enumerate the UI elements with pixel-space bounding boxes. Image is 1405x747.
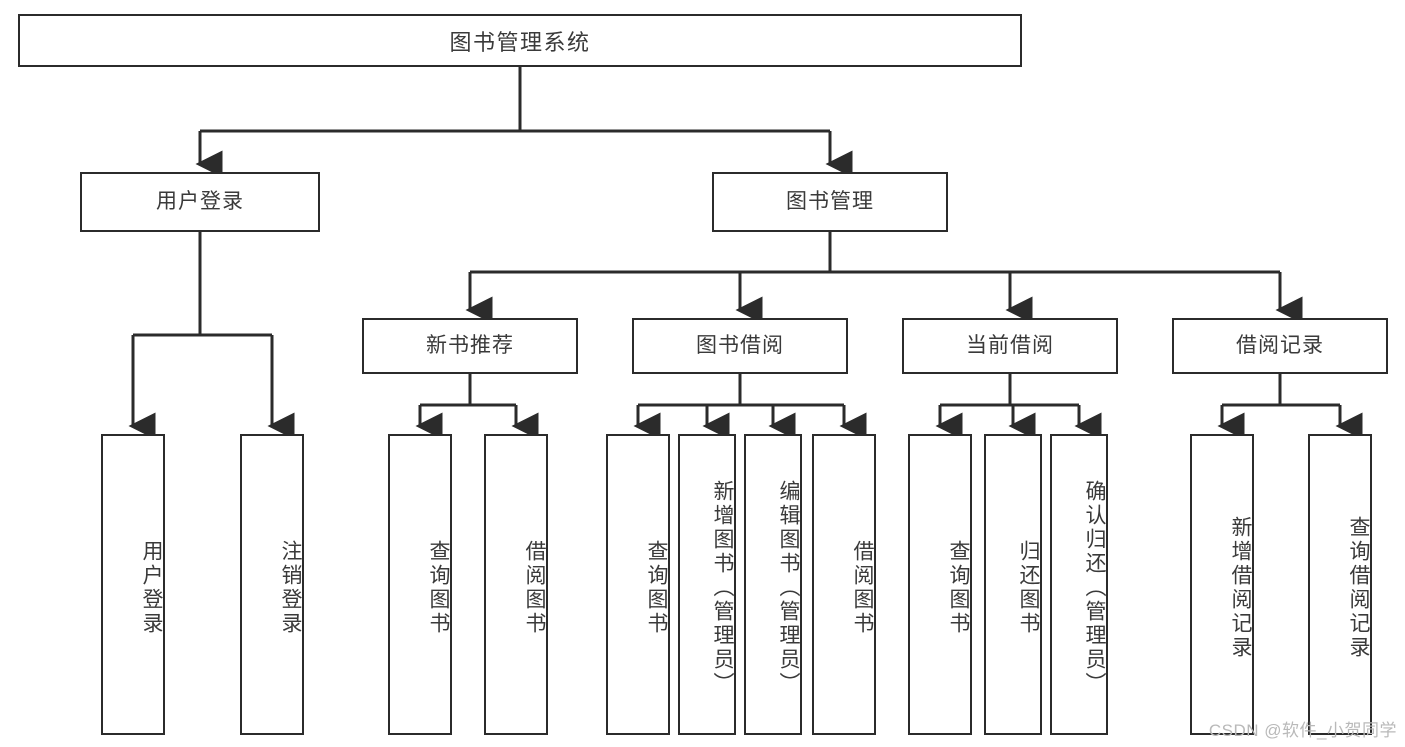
node-leaf-query-book-cur-label: 查询图书 <box>947 539 970 636</box>
node-leaf-user-login[interactable]: 用户登录 <box>101 434 165 735</box>
node-new-book-recommend-label: 新书推荐 <box>426 334 514 358</box>
node-leaf-query-book-bor-label: 查询图书 <box>645 539 668 636</box>
node-root-label: 图书管理系统 <box>449 29 591 55</box>
node-leaf-query-record[interactable]: 查询借阅记录 <box>1308 434 1372 735</box>
node-leaf-logout[interactable]: 注销登录 <box>240 434 304 735</box>
node-leaf-borrow-book-bor-label: 借阅图书 <box>851 539 874 636</box>
node-leaf-user-login-label: 用户登录 <box>140 539 163 636</box>
node-current-borrow[interactable]: 当前借阅 <box>902 318 1118 374</box>
node-leaf-confirm-return[interactable]: 确认归还（管理员） <box>1050 434 1108 735</box>
node-leaf-query-book-rec[interactable]: 查询图书 <box>388 434 452 735</box>
node-root[interactable]: 图书管理系统 <box>18 14 1022 67</box>
node-leaf-query-book-bor[interactable]: 查询图书 <box>606 434 670 735</box>
node-leaf-query-book-rec-label: 查询图书 <box>427 539 450 636</box>
watermark: CSDN @软件_小贺同学 <box>1208 721 1397 740</box>
node-leaf-query-book-cur[interactable]: 查询图书 <box>908 434 972 735</box>
node-user-login[interactable]: 用户登录 <box>80 172 320 232</box>
node-leaf-logout-label: 注销登录 <box>279 539 302 636</box>
node-leaf-confirm-return-label: 确认归还（管理员） <box>1083 479 1106 696</box>
node-user-login-label: 用户登录 <box>156 190 244 214</box>
node-leaf-add-record-label: 新增借阅记录 <box>1229 515 1252 660</box>
node-leaf-return-book[interactable]: 归还图书 <box>984 434 1042 735</box>
node-leaf-edit-book[interactable]: 编辑图书（管理员） <box>744 434 802 735</box>
node-leaf-add-book-label: 新增图书（管理员） <box>711 479 734 696</box>
node-leaf-edit-book-label: 编辑图书（管理员） <box>777 479 800 696</box>
node-book-borrow-label: 图书借阅 <box>696 334 784 358</box>
node-book-manage[interactable]: 图书管理 <box>712 172 948 232</box>
node-leaf-add-record[interactable]: 新增借阅记录 <box>1190 434 1254 735</box>
node-leaf-borrow-book-rec-label: 借阅图书 <box>523 539 546 636</box>
node-leaf-return-book-label: 归还图书 <box>1017 539 1040 636</box>
node-leaf-query-record-label: 查询借阅记录 <box>1347 515 1370 660</box>
node-book-borrow[interactable]: 图书借阅 <box>632 318 848 374</box>
node-borrow-record[interactable]: 借阅记录 <box>1172 318 1388 374</box>
node-leaf-borrow-book-rec[interactable]: 借阅图书 <box>484 434 548 735</box>
node-leaf-borrow-book-bor[interactable]: 借阅图书 <box>812 434 876 735</box>
node-current-borrow-label: 当前借阅 <box>966 334 1054 358</box>
node-leaf-add-book[interactable]: 新增图书（管理员） <box>678 434 736 735</box>
node-borrow-record-label: 借阅记录 <box>1236 334 1324 358</box>
node-book-manage-label: 图书管理 <box>786 190 874 214</box>
node-new-book-recommend[interactable]: 新书推荐 <box>362 318 578 374</box>
